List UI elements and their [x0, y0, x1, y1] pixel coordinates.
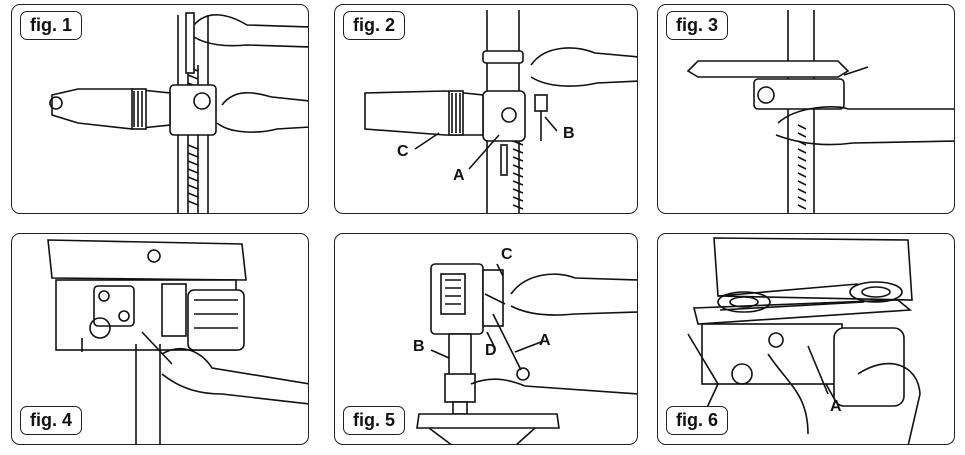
- callout-b: B: [413, 338, 425, 355]
- figure-panel-2: fig. 2 C A B: [334, 4, 638, 214]
- figure-label: fig. 6: [666, 406, 729, 435]
- figure-panel-5: C B D A fig. 5: [334, 233, 638, 445]
- figure-label: fig. 4: [20, 406, 83, 435]
- figure-label: fig. 1: [20, 11, 83, 40]
- figure-label: fig. 2: [343, 11, 406, 40]
- drill-press-column-illustration: [49, 12, 308, 213]
- figure-label: fig. 5: [343, 406, 406, 435]
- figure-panel-6: A fig. 6: [657, 233, 955, 445]
- figure-panel-3: fig. 3: [657, 4, 955, 214]
- callout-b: B: [563, 125, 575, 142]
- drill-head-illustration: [416, 263, 637, 444]
- drill-press-column-illustration: [364, 10, 637, 213]
- drill-head-illustration: [47, 239, 308, 444]
- callout-c: C: [501, 246, 513, 263]
- drill-press-column-illustration: [686, 10, 954, 213]
- figure-label: fig. 3: [666, 11, 729, 40]
- callout-d: D: [485, 342, 497, 359]
- drill-head-illustration: [687, 237, 921, 444]
- figure-panel-1: fig. 1: [11, 4, 309, 214]
- callout-a: A: [830, 398, 842, 415]
- callout-a: A: [539, 332, 551, 349]
- callout-a: A: [453, 167, 465, 184]
- figure-panel-4: fig. 4: [11, 233, 309, 445]
- callout-c: C: [397, 143, 409, 160]
